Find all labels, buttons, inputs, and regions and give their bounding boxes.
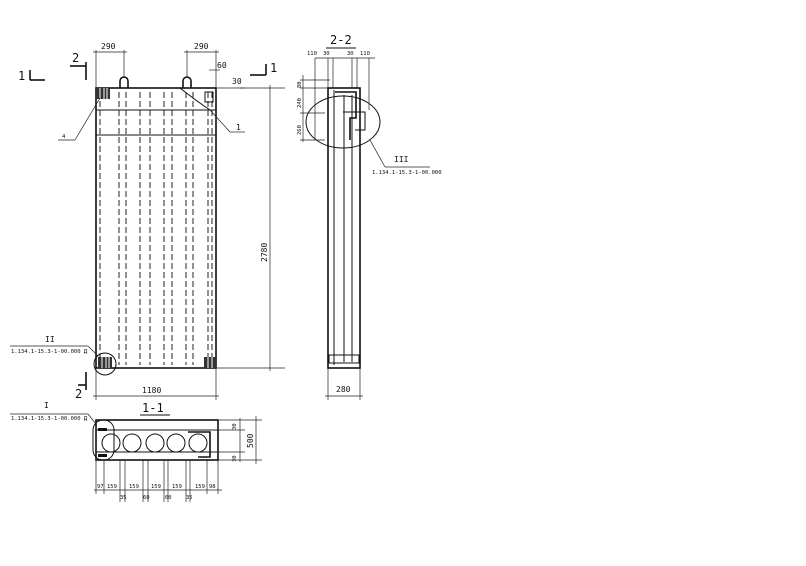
void-1 [101,433,121,453]
dim-2-2-left-240: 240 [297,98,303,108]
dim-1-1-bottom-159-5: 159 [195,484,205,490]
dim-2-2-width: 280 [336,385,351,394]
dim-30: 30 [232,77,242,86]
dim-1-1-bottom-159-1: 159 [107,484,117,490]
lifting-loop-left [119,76,129,88]
dim-1-1-bottom-159-3: 159 [151,484,161,490]
section-marker-1-right: 1 [250,61,277,76]
node-iii-label: III [394,155,409,164]
callout-left: 4 [62,134,66,140]
dim-width: 1180 [142,386,161,395]
plan-view: 290 290 60 30 4 1 2780 1180 1 2 1 [10,42,285,401]
lifting-loop-right [182,76,192,88]
dim-1-1-bottom-159-4: 159 [172,484,182,490]
dim-1-1-right-30-top: 30 [232,423,238,430]
dim-2-2-top-110-right: 110 [360,51,370,57]
embedded-plate-top-right [204,91,214,103]
dim-1-1-bottom-60-left: 60 [143,495,150,501]
node-iii-ref: 1.134.1-15.3-1-00.000 [372,170,442,176]
embedded-plate-bottom-right [204,357,216,368]
svg-text:1: 1 [18,69,25,83]
dim-1-1-bottom-98: 98 [209,484,216,490]
section-marker-2-top: 2 [70,51,87,80]
node-ii-circle [93,352,117,376]
dim-2-2-top-110-left: 110 [307,51,317,57]
dim-2-2-top-30-left: 30 [323,51,330,57]
dim-2-2-left-80: 80 [297,81,303,88]
panel-outline [95,87,217,369]
node-iii-ellipse [305,95,381,149]
void-3 [145,433,165,453]
svg-text:1: 1 [270,61,277,75]
embedded-plate-top-left [96,88,110,99]
dim-1-1-right-30-bottom: 30 [232,455,238,462]
callout-right: 1 [236,123,241,132]
dim-top-right: 290 [194,42,209,51]
void-4 [166,433,186,453]
void-5 [188,433,208,453]
void-2 [122,433,142,453]
node-i-label: I [44,401,49,410]
svg-text:2: 2 [75,387,82,401]
dim-1-1-bottom-35-left: 35 [120,495,127,501]
dim-2-2-left-260: 260 [297,125,303,135]
dim-2-2-top-30-right: 30 [347,51,354,57]
section-2-2-title: 2-2 [330,33,352,47]
dim-1-1-bottom-35-right: 35 [186,495,193,501]
section-marker-2-bottom: 2 [75,372,87,401]
node-ii-ref: 1.134.1-15.3-1-00.000 Д [11,349,88,355]
node-i-ref: 1.134.1-15.3-1-00.000 Д [11,416,88,422]
section-1-1-title: 1-1 [142,401,164,415]
dim-1-1-bottom-97: 97 [97,484,104,490]
dim-1-1-bottom-60-right: 60 [165,495,172,501]
node-ii-label: II [45,335,55,344]
dim-top-left: 290 [101,42,116,51]
dim-60: 60 [217,61,227,70]
section-2-2: 2-2 110 30 30 110 80 240 260 280 III 1.1… [297,33,442,400]
section-1-1: 1-1 I 1.134.1-15.3-1-00.000 Д 30 500 30 … [10,401,262,502]
svg-text:2: 2 [72,51,79,65]
section-marker-1-left: 1 [18,69,45,83]
embedded-plate-bottom-left [98,357,112,368]
dim-1-1-bottom-159-2: 159 [129,484,139,490]
node-i-outline [92,419,115,461]
dim-1-1-right-500: 500 [246,433,255,448]
dim-height: 2780 [260,243,269,262]
